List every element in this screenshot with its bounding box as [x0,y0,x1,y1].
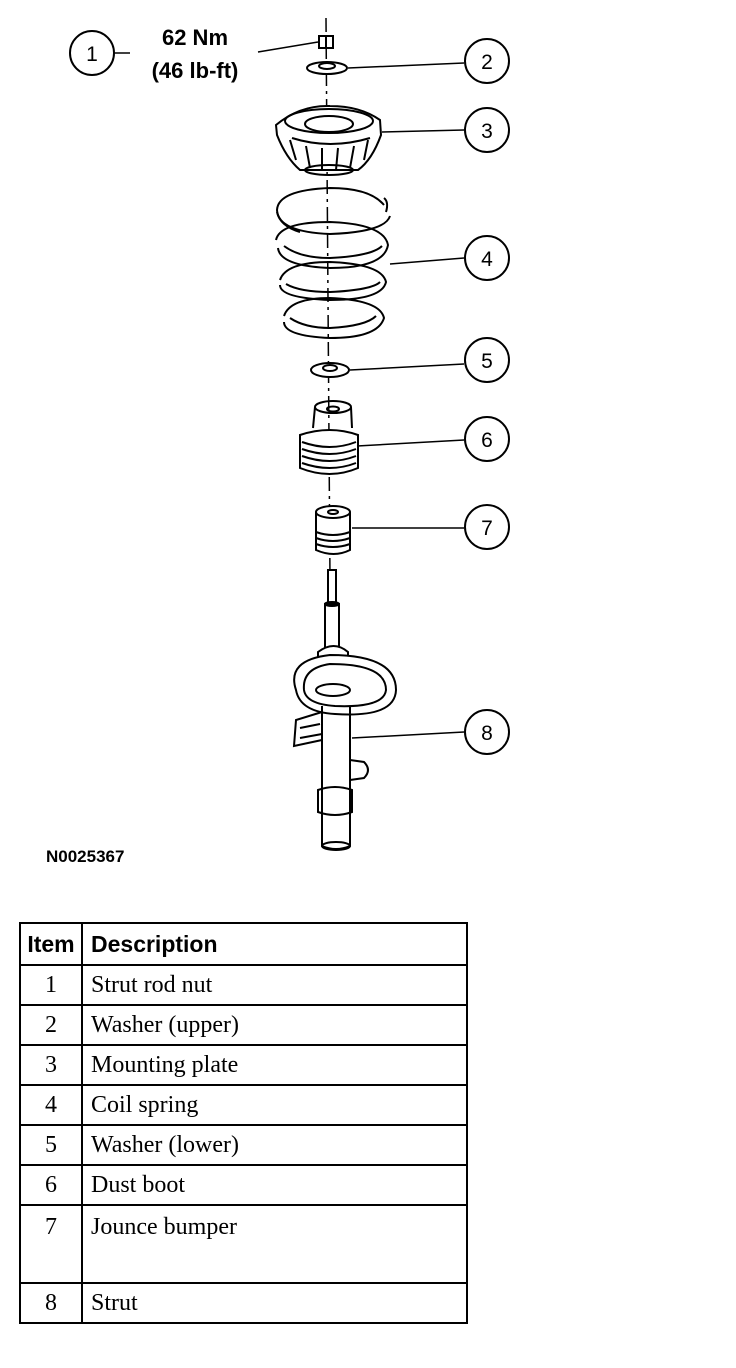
torque-metric: 62 Nm [162,25,228,50]
parts-table: Item Description 1 Strut rod nut 2 Washe… [19,922,468,1324]
row-description: Jounce bumper [81,1204,468,1284]
mounting-plate-part [274,104,383,176]
row-item: 3 [19,1044,83,1086]
row-item: 5 [19,1124,83,1166]
callout-8-label: 8 [481,722,493,745]
strut-part [292,569,398,851]
callout-1-label: 1 [86,43,98,66]
callout-2-circle [464,38,510,84]
callout-1-circle [69,30,115,76]
callout-3-label: 3 [481,120,493,143]
table-row: 7 Jounce bumper [19,1204,468,1284]
figure-id: N0025367 [46,847,124,866]
callout-5-circle [464,337,510,383]
callout-7-circle [464,504,510,550]
callout-5-label: 5 [481,350,493,373]
table-row: 4 Coil spring [19,1084,468,1126]
table-row: 2 Washer (upper) [19,1004,468,1046]
row-item: 4 [19,1084,83,1126]
strut-rod-nut-part [318,35,334,49]
header-description: Description [81,922,468,966]
table-row: 3 Mounting plate [19,1044,468,1086]
torque-imperial: (46 lb-ft) [152,58,239,83]
callout-7-label: 7 [481,517,493,540]
row-description: Mounting plate [81,1044,468,1086]
callout-2-label: 2 [481,51,493,74]
row-description: Strut rod nut [81,964,468,1006]
table-row: 8 Strut [19,1282,468,1324]
exploded-strut-diagram: 1 2 3 4 5 6 7 8 62 Nm (46 lb-ft) N002536… [46,17,510,866]
row-item: 7 [19,1204,83,1284]
callout-6-circle [464,416,510,462]
callout-4-circle [464,235,510,281]
row-description: Washer (lower) [81,1124,468,1166]
callout-3-circle [464,107,510,153]
leader-lines [114,41,465,739]
row-item: 1 [19,964,83,1006]
jounce-bumper-part [315,505,351,555]
table-row: 5 Washer (lower) [19,1124,468,1166]
lower-washer-part [310,362,350,378]
callout-8-circle [464,709,510,755]
table-row: 6 Dust boot [19,1164,468,1206]
callout-4-label: 4 [481,248,493,271]
row-description: Dust boot [81,1164,468,1206]
coil-spring-part [275,186,391,340]
upper-washer-part [306,61,348,75]
header-item: Item [19,922,83,966]
row-item: 8 [19,1282,83,1324]
row-description: Washer (upper) [81,1004,468,1046]
callout-circles [69,30,510,755]
callout-6-label: 6 [481,429,493,452]
row-description: Strut [81,1282,468,1324]
row-item: 2 [19,1004,83,1046]
table-header-row: Item Description [19,922,468,966]
row-item: 6 [19,1164,83,1206]
table-row: 1 Strut rod nut [19,964,468,1006]
row-description: Coil spring [81,1084,468,1126]
dust-boot-part [299,400,359,475]
